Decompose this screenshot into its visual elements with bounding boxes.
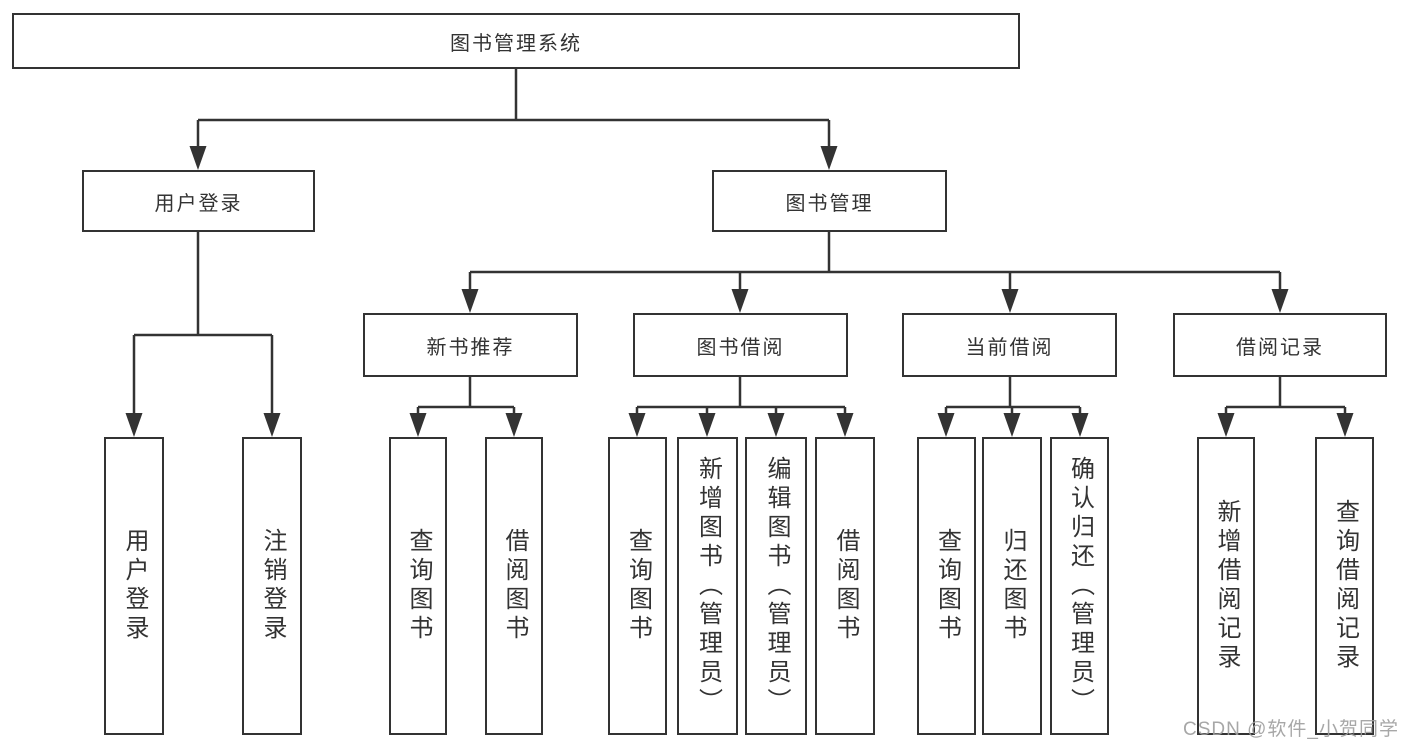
node-leaf-query-books-1: 查询图书	[389, 437, 447, 735]
node-leaf-confirm-return-admin: 确认归还（管理员）	[1050, 437, 1109, 735]
node-leaf-user-login: 用户登录	[104, 437, 164, 735]
node-user-login: 用户登录	[82, 170, 315, 232]
node-leaf-add-borrow-record: 新增借阅记录	[1197, 437, 1255, 735]
csdn-watermark: CSDN @软件_小贺同学	[1183, 719, 1399, 740]
node-leaf-return-book: 归还图书	[982, 437, 1042, 735]
node-leaf-query-books-2: 查询图书	[608, 437, 667, 735]
node-borrow-records: 借阅记录	[1173, 313, 1387, 377]
node-leaf-borrow-books-1: 借阅图书	[485, 437, 543, 735]
node-new-book-recommend: 新书推荐	[363, 313, 578, 377]
node-book-borrowing: 图书借阅	[633, 313, 848, 377]
node-book-management: 图书管理	[712, 170, 947, 232]
node-leaf-borrow-books-2: 借阅图书	[815, 437, 875, 735]
node-current-borrowing: 当前借阅	[902, 313, 1117, 377]
node-leaf-add-book-admin: 新增图书（管理员）	[677, 437, 738, 735]
arrowhead-icons	[125, 146, 1354, 437]
connector-lines	[132, 69, 1347, 417]
node-leaf-query-books-3: 查询图书	[917, 437, 976, 735]
node-leaf-edit-book-admin: 编辑图书（管理员）	[745, 437, 807, 735]
node-leaf-query-borrow-record: 查询借阅记录	[1315, 437, 1374, 735]
node-library-system: 图书管理系统	[12, 13, 1020, 69]
node-leaf-logout: 注销登录	[242, 437, 302, 735]
